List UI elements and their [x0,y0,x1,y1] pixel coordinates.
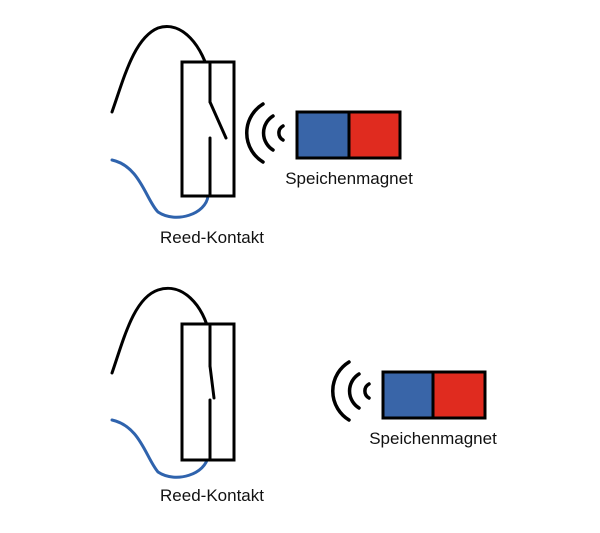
blue-wire [110,138,210,219]
black-wire [110,25,212,114]
reed-contact-label: Reed-Kontakt [160,228,264,247]
magnetic-field-icon [331,360,371,422]
magnet-south-pole [347,110,402,160]
reed-contact-housing [180,322,236,462]
reed-blade-open [208,364,216,400]
blue-wire [110,398,210,479]
magnetic-field-icon [245,102,285,164]
black-wire [110,286,212,375]
reed-blade-closed [208,100,228,140]
panel-top: Speichenmagnet Reed-Kontakt [110,25,413,247]
reed-contact-housing [180,60,236,198]
magnet-label: Speichenmagnet [369,429,497,448]
spoke-magnet [381,370,487,420]
reed-contact-label: Reed-Kontakt [160,486,264,505]
magnet-south-pole [431,370,487,420]
magnet-label: Speichenmagnet [285,169,413,188]
magnet-north-pole [381,370,435,420]
spoke-magnet [295,110,402,160]
panel-bottom: Speichenmagnet Reed-Kontakt [110,286,497,505]
magnet-north-pole [295,110,351,160]
